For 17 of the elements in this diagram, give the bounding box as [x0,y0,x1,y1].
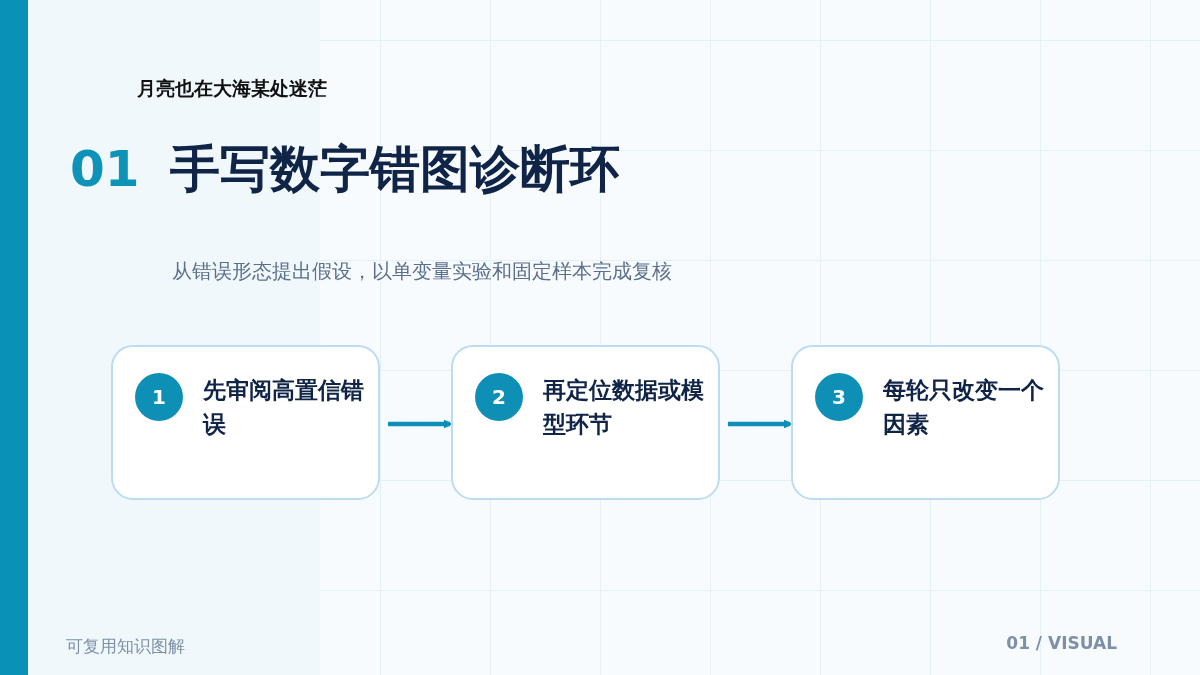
tagline: 月亮也在大海某处迷茫 [137,76,327,101]
arrow [388,417,453,431]
page-label: 01 / VISUAL [1006,633,1117,653]
arrow [728,417,793,431]
step-card [791,345,1060,500]
subtitle: 从错误形态提出假设，以单变量实验和固定样本完成复核 [172,258,672,285]
title: 手写数字错图诊断环 [170,139,620,200]
step-card [451,345,720,500]
step-number: 3 [815,373,863,421]
step-text: 再定位数据或模型环节 [543,376,705,439]
step-card [111,345,380,500]
step-number: 1 [135,373,183,421]
step-text: 每轮只改变一个因素 [883,376,1045,439]
section-number: 01 [70,140,140,198]
footer-text: 可复用知识图解 [66,635,185,658]
step-number: 2 [475,373,523,421]
step-text: 先审阅高置信错误 [203,376,365,439]
